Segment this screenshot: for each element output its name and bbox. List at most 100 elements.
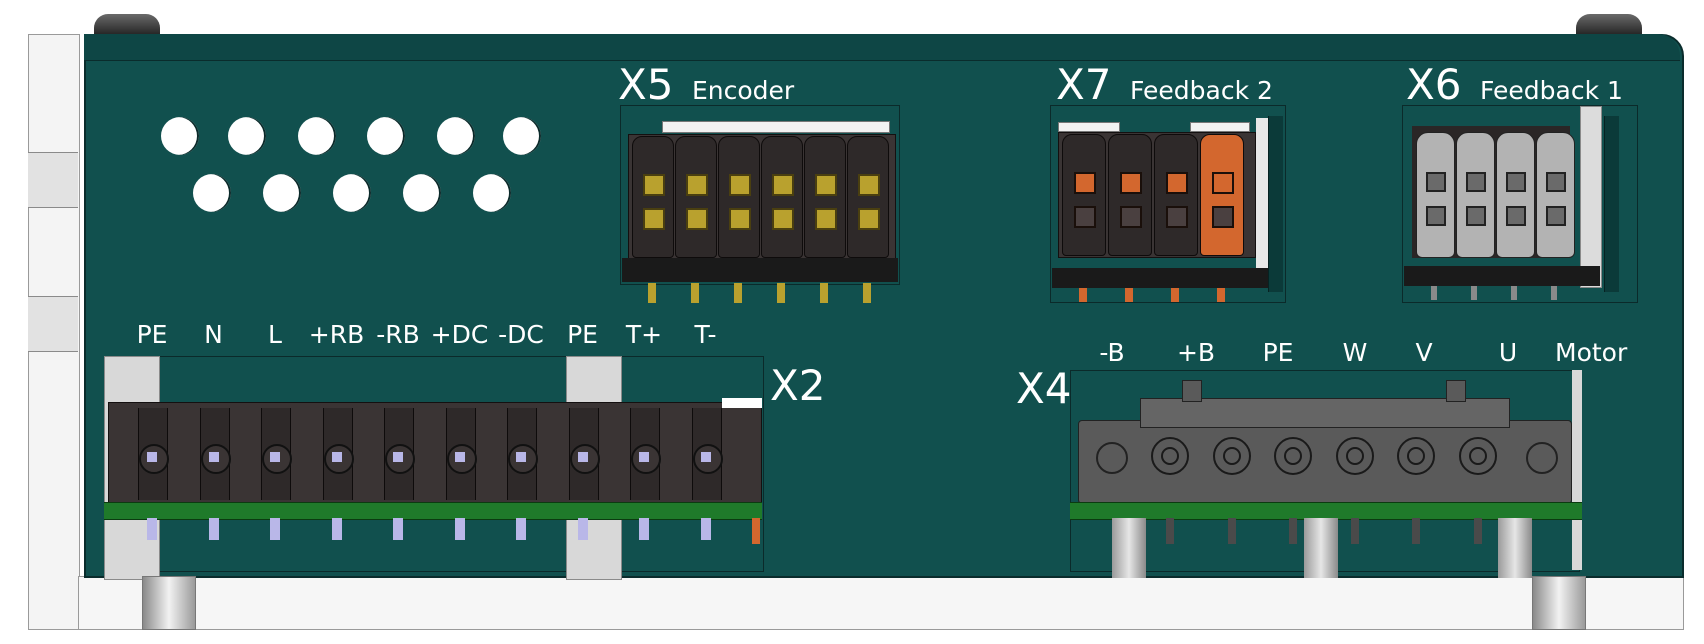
x2-end-pin <box>752 518 760 544</box>
x2-pin-label: T- <box>694 320 717 349</box>
x2-pcb <box>104 502 762 520</box>
x6-pin-contact <box>1426 206 1446 226</box>
x2-pin-label: +RB <box>308 320 365 349</box>
x7-pin-cell <box>1062 134 1106 256</box>
x6-solder-pin <box>1471 286 1477 300</box>
x4-screw-center <box>1161 447 1179 465</box>
x7-side-wall <box>1256 118 1268 268</box>
x7-outline <box>1050 105 1286 303</box>
x5-outline <box>620 105 900 285</box>
x4-mount-hole <box>1526 442 1558 474</box>
x4-solder-pin <box>1412 518 1420 544</box>
x5-base-bar <box>622 258 898 282</box>
x7-pin-cell <box>1200 134 1244 256</box>
x4-screw-center <box>1284 447 1302 465</box>
x5-pin-cell <box>675 136 717 258</box>
x7-name-label: Feedback 2 <box>1130 76 1273 105</box>
x2-contact <box>147 452 157 462</box>
x2-solder-pin <box>639 518 649 540</box>
x2-pin-label: +DC <box>430 320 489 349</box>
x5-pin-contact <box>729 208 751 230</box>
x2-solder-pin <box>454 518 465 540</box>
x2-pin-label: -DC <box>498 320 544 349</box>
x4-solder-pin <box>1350 518 1359 544</box>
x4-screw-center <box>1222 447 1241 465</box>
x7-pin-contact <box>1166 206 1188 228</box>
x4-solder-pin <box>1473 518 1482 544</box>
x5-solder-pin <box>820 283 828 303</box>
x2-header-strip <box>722 398 762 408</box>
x5-pin-cell <box>632 136 674 258</box>
x6-id-label: X6 <box>1406 60 1462 109</box>
x2-screw-terminal <box>631 444 661 474</box>
x7-pin-contact <box>1212 206 1234 228</box>
x5-solder-pin <box>691 283 699 303</box>
x6-pin-cell <box>1416 132 1455 258</box>
x2-pin-label: PE <box>136 320 168 349</box>
x4-top-ridge <box>1140 398 1510 428</box>
x7-latch-bar <box>1058 122 1120 132</box>
x5-pin-contact <box>815 208 837 230</box>
x4-pin-label: U <box>1498 338 1518 367</box>
x5-pin-cell <box>804 136 846 258</box>
x7-latch-bar <box>1190 122 1250 132</box>
x6-pin-cell <box>1536 132 1575 258</box>
x7-pin-cell <box>1108 134 1152 256</box>
x6-pin-contact <box>1466 206 1486 226</box>
x4-id-label: X4 <box>1016 364 1072 413</box>
x2-contact <box>270 452 280 462</box>
x4-screw-terminal <box>1151 437 1189 475</box>
x2-contact <box>516 452 526 462</box>
x6-pin-contact <box>1466 172 1486 192</box>
x2-solder-pin <box>331 518 342 540</box>
x2-contact <box>454 452 465 462</box>
x4-side-post <box>1572 370 1582 570</box>
x5-pin-contact <box>686 208 708 230</box>
x6-base-bar <box>1404 266 1600 286</box>
x7-id-label: X7 <box>1056 60 1112 109</box>
x6-pin-contact <box>1426 172 1446 192</box>
x6-pin-contact <box>1506 206 1526 226</box>
x2-solder-pin <box>208 518 219 540</box>
x4-name-label: Motor <box>1555 338 1628 367</box>
x4-screw-terminal <box>1335 437 1374 475</box>
x4-pin-label: V <box>1415 338 1433 367</box>
bracket-slot <box>28 296 78 352</box>
x4-mount-hole <box>1096 442 1128 474</box>
x5-pin-contact <box>772 208 794 230</box>
board-top-edge <box>84 34 1680 61</box>
x7-pin-contact <box>1120 172 1142 194</box>
x2-contact <box>393 452 403 462</box>
x6-name-label: Feedback 1 <box>1480 76 1623 105</box>
x2-pin-label: N <box>204 320 223 349</box>
x4-standoff <box>1498 518 1532 578</box>
x6-side-wall <box>1580 106 1602 288</box>
x5-latch-bar <box>662 121 890 133</box>
x7-pin-cell <box>1154 134 1198 256</box>
x7-pin-contact <box>1074 206 1096 228</box>
x2-pin-label: -RB <box>376 320 420 349</box>
x5-pin-cell <box>847 136 889 258</box>
mount-post <box>142 576 196 630</box>
x7-pin-contact <box>1212 172 1234 194</box>
mount-post <box>1532 576 1586 630</box>
bracket-slot <box>28 152 78 208</box>
x2-solder-pin <box>147 518 157 540</box>
x2-contact <box>577 452 588 462</box>
x2-contact <box>639 452 649 462</box>
x5-solder-pin <box>777 283 785 303</box>
x6-solder-pin <box>1431 286 1437 300</box>
x7-pin-contact <box>1120 206 1142 228</box>
x7-base-bar <box>1052 268 1268 288</box>
x6-outline <box>1402 105 1638 303</box>
x4-latch <box>1182 380 1202 402</box>
x7-solder-pin <box>1217 288 1225 302</box>
x6-pin-cell <box>1456 132 1495 258</box>
x4-pin-label: -B <box>1099 338 1125 367</box>
x6-pin-cell <box>1496 132 1535 258</box>
x4-pin-label: PE <box>1262 338 1294 367</box>
x6-solder-pin <box>1551 286 1557 300</box>
x2-id-label: X2 <box>770 361 826 410</box>
x2-solder-pin <box>393 518 403 540</box>
x2-pin-label: PE <box>567 320 598 349</box>
